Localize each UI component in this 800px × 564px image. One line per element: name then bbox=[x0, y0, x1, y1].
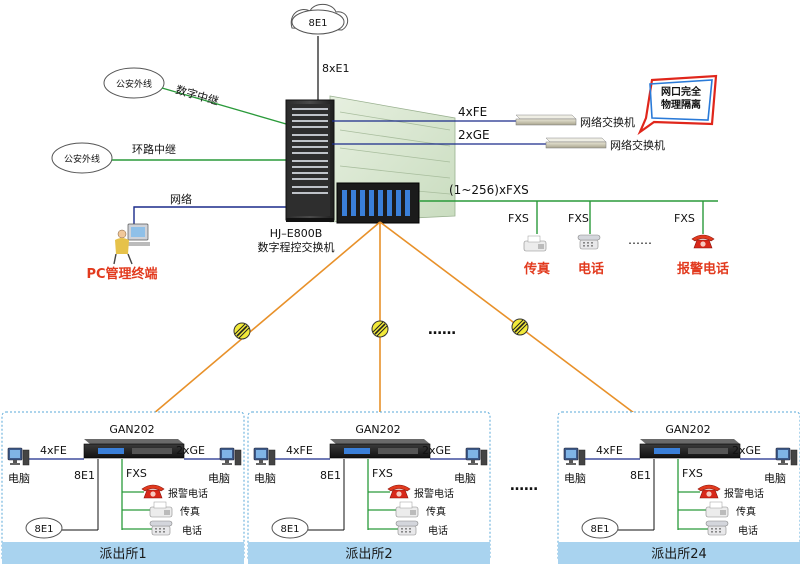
fiber-coupler-icon bbox=[511, 318, 529, 336]
phone-label: 电话 bbox=[578, 261, 604, 277]
pc-right-label: 电脑 bbox=[454, 472, 476, 485]
station-footer bbox=[248, 542, 490, 564]
phone-label: 电话 bbox=[182, 524, 202, 537]
alarm-phone-icon bbox=[691, 234, 715, 249]
net-switch-2-label: 网络交换机 bbox=[610, 138, 665, 152]
phone-label: 电话 bbox=[738, 524, 758, 537]
station-footer bbox=[2, 542, 244, 564]
fxs-label: FXS bbox=[126, 467, 147, 480]
e1-cloud-label: 8E1 bbox=[590, 524, 609, 535]
digital-trunk-link bbox=[161, 87, 301, 129]
pc-operator-icon bbox=[113, 223, 150, 265]
fiber-coupler-icon bbox=[371, 320, 389, 338]
fxs-label: FXS bbox=[682, 467, 703, 480]
cloud-icon bbox=[581, 517, 619, 539]
fxs-label-phone: FXS bbox=[568, 212, 589, 225]
phone-label: 电话 bbox=[428, 524, 448, 537]
station-title: 派出所2 bbox=[345, 547, 392, 562]
gateway-device-icon bbox=[329, 439, 431, 459]
ge-label: 2xGE bbox=[176, 444, 205, 457]
fax-label: 传真 bbox=[736, 505, 756, 518]
fax-label: 传真 bbox=[523, 261, 550, 277]
fiber-coupler-icon bbox=[233, 322, 251, 340]
digital-trunk-label: 数字中继 bbox=[174, 82, 220, 108]
server-rack-icon bbox=[285, 99, 335, 222]
fe-label: 4xFE bbox=[40, 444, 67, 457]
isolation-line1: 网口完全 bbox=[661, 85, 702, 98]
isolation-line2: 物理隔离 bbox=[661, 98, 701, 111]
phone-icon bbox=[149, 520, 173, 536]
mid-ellipsis: …… bbox=[428, 322, 456, 338]
fxs-label: FXS bbox=[372, 467, 393, 480]
fax-label: 传真 bbox=[426, 505, 446, 518]
e1-link-label: 8E1 bbox=[630, 469, 651, 482]
top-ellipsis: …… bbox=[628, 233, 652, 247]
fe-label: 4xFE bbox=[286, 444, 313, 457]
pc-left-label: 电脑 bbox=[564, 472, 586, 485]
ge-label: 2xGE bbox=[732, 444, 761, 457]
cloud-icon bbox=[51, 142, 113, 174]
fe-label: 4xFE bbox=[596, 444, 623, 457]
pc-right-label: 电脑 bbox=[208, 472, 230, 485]
police-cloud-digital: 公安外线 bbox=[116, 78, 152, 90]
fiber-link-1 bbox=[139, 221, 381, 426]
fe-label: 4xFE bbox=[458, 105, 487, 119]
gateway-label: GAN202 bbox=[109, 423, 154, 436]
alarm-label: 报警电话 bbox=[677, 261, 729, 277]
cloud-icon bbox=[290, 3, 349, 35]
fxs-bus-label: (1~256)xFXS bbox=[449, 183, 529, 197]
gateway-device-icon bbox=[83, 439, 185, 459]
station-title: 派出所24 bbox=[651, 547, 707, 562]
alarm-label: 报警电话 bbox=[414, 487, 454, 500]
cloud-icon bbox=[271, 517, 309, 539]
e1-cloud-label: 8E1 bbox=[34, 524, 53, 535]
police-station-1: 派出所1 GAN202 4xFE 2xGE 电脑 电脑 8E1 8E1 FXS … bbox=[1, 411, 245, 564]
fax-icon bbox=[523, 235, 547, 252]
switch-chassis bbox=[336, 182, 420, 224]
isolation-badge bbox=[637, 74, 718, 136]
pc-terminal-label: PC管理终端 bbox=[86, 266, 157, 282]
e1-link-label: 8E1 bbox=[320, 469, 341, 482]
gateway-label: GAN202 bbox=[355, 423, 400, 436]
phone-icon bbox=[395, 520, 419, 536]
e1-cloud-label: 8E1 bbox=[280, 524, 299, 535]
station-footer bbox=[558, 542, 800, 564]
police-station-2: 派出所2 GAN202 4xFE 2xGE 电脑 电脑 8E1 8E1 FXS … bbox=[247, 411, 491, 564]
top-cloud-label: 8E1 bbox=[308, 18, 327, 29]
pc-left-label: 电脑 bbox=[8, 472, 30, 485]
station-title: 派出所1 bbox=[99, 547, 146, 562]
loop-trunk-label: 环路中继 bbox=[132, 143, 176, 156]
fxs-label-alarm: FXS bbox=[674, 212, 695, 225]
network-switch-icon bbox=[545, 137, 607, 149]
network-switch-icon bbox=[515, 114, 577, 126]
phone-icon bbox=[705, 520, 729, 536]
phone-icon bbox=[577, 234, 601, 250]
ge-label: 2xGE bbox=[422, 444, 451, 457]
fxs-label-fax: FXS bbox=[508, 212, 529, 225]
network-label: 网络 bbox=[170, 192, 192, 206]
gateway-device-icon bbox=[639, 439, 741, 459]
top-link-label: 8xE1 bbox=[322, 62, 349, 75]
cloud-icon bbox=[25, 517, 63, 539]
police-cloud-loop: 公安外线 bbox=[64, 153, 100, 165]
pc-right-label: 电脑 bbox=[764, 472, 786, 485]
pc-network-link bbox=[133, 206, 300, 228]
e1-link-label: 8E1 bbox=[74, 469, 95, 482]
alarm-label: 报警电话 bbox=[168, 487, 208, 500]
police-station-3: 派出所24 GAN202 4xFE 2xGE 电脑 电脑 8E1 8E1 FXS… bbox=[557, 411, 800, 564]
fax-label: 传真 bbox=[180, 505, 200, 518]
cloud-icon bbox=[103, 67, 165, 99]
station-ellipsis: …… bbox=[510, 478, 538, 494]
pc-left-label: 电脑 bbox=[254, 472, 276, 485]
gateway-label: GAN202 bbox=[665, 423, 710, 436]
switch-name: HJ–E800B bbox=[270, 227, 323, 240]
alarm-label: 报警电话 bbox=[724, 487, 764, 500]
switch-desc: 数字程控交换机 bbox=[258, 240, 335, 254]
net-switch-1-label: 网络交换机 bbox=[580, 115, 635, 129]
ge-label: 2xGE bbox=[458, 128, 490, 142]
